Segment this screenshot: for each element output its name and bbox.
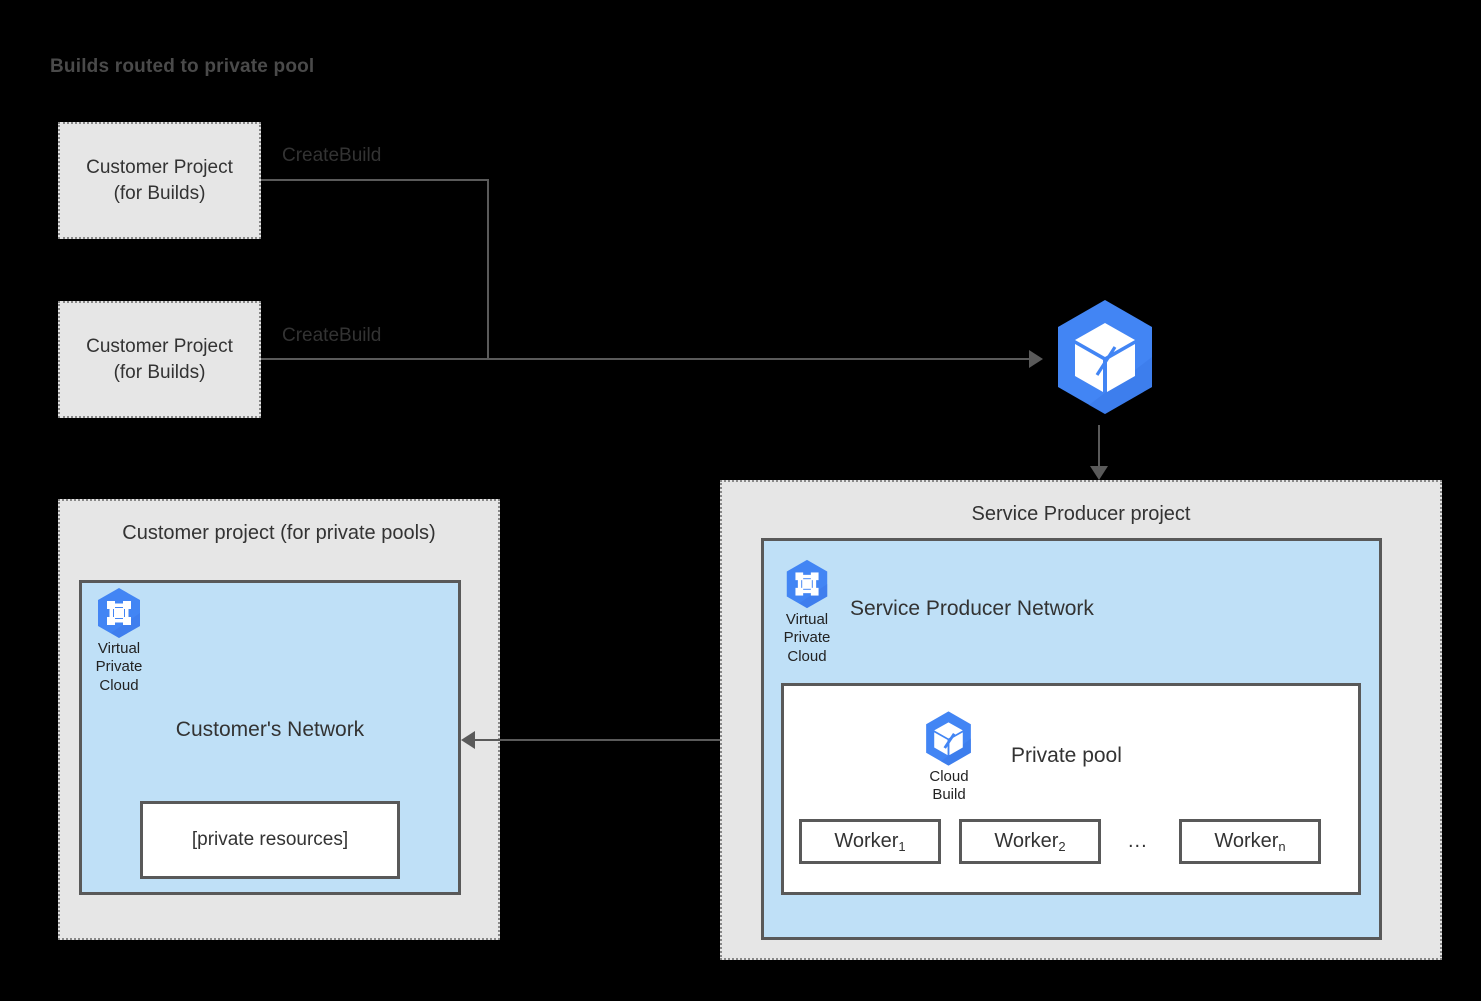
worker-box-2: Worker2	[959, 819, 1101, 864]
service-producer-network-title: Service Producer Network	[850, 597, 1094, 620]
cloud-build-icon	[1043, 295, 1167, 419]
arrow-head-to-producer	[1090, 466, 1108, 480]
peering-line	[474, 739, 754, 741]
private-pool-title: Private pool	[1011, 744, 1122, 767]
workers-ellipsis: ...	[1128, 830, 1148, 852]
arrow-head-peering-left	[461, 731, 475, 749]
vpc-caption-producer: Virtual Private Cloud	[783, 611, 831, 665]
arrow-head-to-cloud-build	[1029, 350, 1043, 368]
private-resources-label: [private resources]	[191, 829, 349, 850]
worker-label-n: Workern	[1214, 830, 1286, 854]
private-resources-box: [private resources]	[140, 801, 400, 879]
create-build-label-2: CreateBuild	[282, 325, 382, 346]
worker-box-n: Workern	[1179, 819, 1321, 864]
edge-cloudbuild-to-producer	[1098, 425, 1100, 467]
edge-box1-horizontal	[261, 179, 489, 181]
customer-project-builds-box-2: Customer Project(for Builds)	[58, 301, 261, 418]
edge-to-cloud-build	[261, 358, 1037, 360]
customer-panel-title: Customer project (for private pools)	[122, 522, 436, 544]
vpc-caption-customer: Virtual Private Cloud	[95, 640, 143, 694]
worker-box-1: Worker1	[799, 819, 941, 864]
customer-project-builds-label-2: Customer Project(for Builds)	[86, 335, 233, 383]
worker-label-2: Worker2	[994, 830, 1066, 854]
page-title: Builds routed to private pool	[50, 56, 315, 77]
cloud-build-caption: Cloud Build	[929, 768, 969, 804]
virtual-private-cloud-icon	[92, 586, 146, 640]
customer-project-builds-label-1: Customer Project(for Builds)	[86, 156, 233, 204]
virtual-private-cloud-icon	[781, 558, 833, 610]
worker-label-1: Worker1	[834, 830, 906, 854]
producer-panel-title: Service Producer project	[971, 503, 1191, 525]
create-build-label-1: CreateBuild	[282, 145, 382, 166]
cloud-build-icon	[919, 709, 978, 768]
customer-project-builds-box-1: Customer Project(for Builds)	[58, 122, 261, 239]
customers-network-title: Customer's Network	[175, 718, 365, 741]
edge-box1-vertical	[487, 179, 489, 359]
